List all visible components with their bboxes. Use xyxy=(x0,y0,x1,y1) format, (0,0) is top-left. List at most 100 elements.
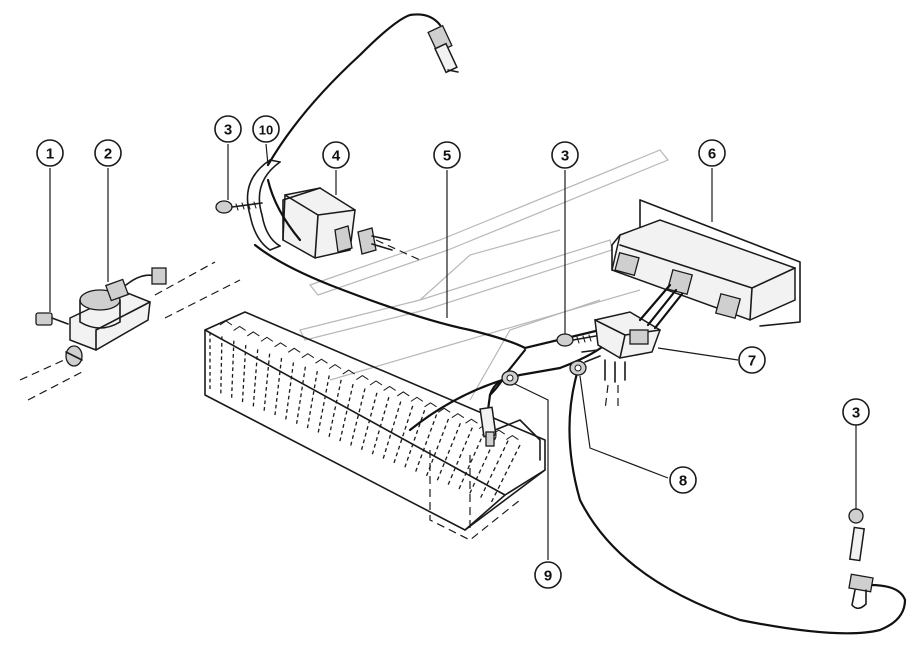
svg-text:3: 3 xyxy=(224,122,232,139)
fin-top xyxy=(506,434,519,440)
fin-segment xyxy=(360,446,364,451)
fin-segment xyxy=(390,428,394,433)
fin-top xyxy=(287,347,301,353)
fin-segment xyxy=(329,426,332,431)
fin-segment xyxy=(502,447,506,452)
fin-segment xyxy=(429,427,433,432)
fin-segment xyxy=(343,417,347,422)
fin-segment xyxy=(464,471,468,476)
fin-segment xyxy=(388,434,392,439)
fin-segment xyxy=(326,382,329,386)
fin-segment xyxy=(415,467,418,472)
fin-segment xyxy=(301,386,303,391)
fin-segment xyxy=(314,377,317,382)
fin-segment xyxy=(351,384,354,388)
fin-segment xyxy=(386,441,390,446)
fin-segment xyxy=(492,467,496,472)
fin-top xyxy=(356,374,369,380)
fin-segment xyxy=(470,427,473,432)
fin-segment xyxy=(467,465,471,470)
callout-markers: 1 2 3 10 4 5 3 6 xyxy=(36,115,870,589)
fin-segment xyxy=(434,414,438,419)
fin-segment xyxy=(363,388,366,393)
fin-segment xyxy=(321,408,324,413)
fin-top xyxy=(383,385,396,391)
fin-segment xyxy=(446,418,450,423)
callout-3-middle: 3 xyxy=(551,141,579,169)
fin-segment xyxy=(350,441,353,446)
fin-segment xyxy=(484,456,488,461)
fin-segment xyxy=(340,430,343,435)
fin-segment xyxy=(422,447,425,452)
fin-segment xyxy=(318,422,321,426)
leader-lines xyxy=(49,143,857,560)
fin-top xyxy=(424,402,437,408)
fin-segment xyxy=(345,410,348,415)
fin-segment xyxy=(383,410,386,415)
fin-segment xyxy=(328,433,331,437)
callout-6: 6 xyxy=(698,139,726,167)
fin-segment xyxy=(420,416,423,421)
fin-segment xyxy=(379,423,382,428)
fin-segment xyxy=(497,484,501,489)
fin-segment xyxy=(487,449,491,454)
fin-segment xyxy=(483,487,487,492)
svg-text:9: 9 xyxy=(544,568,552,585)
callout-8: 8 xyxy=(669,466,697,494)
fin-segment xyxy=(415,430,419,435)
fin-top xyxy=(451,413,465,419)
fin-segment xyxy=(316,371,318,375)
heater-sensor xyxy=(479,376,512,447)
fin-segment xyxy=(310,404,313,409)
water-valve xyxy=(19,261,241,401)
svg-text:2: 2 xyxy=(104,146,112,163)
fin-segment xyxy=(353,428,356,433)
callout-4: 4 xyxy=(322,141,350,169)
fin-top xyxy=(396,391,410,397)
heater-core-fins xyxy=(209,320,521,503)
fin-segment xyxy=(443,425,447,430)
fin-segment xyxy=(373,399,376,404)
callout-3-right: 3 xyxy=(842,398,870,426)
screw-middle xyxy=(556,333,597,347)
fin-segment xyxy=(306,424,309,429)
fin-segment xyxy=(399,401,402,406)
fin-segment xyxy=(478,469,482,474)
fin-segment xyxy=(335,399,338,404)
fin-segment xyxy=(327,375,330,380)
fin-segment xyxy=(303,373,306,378)
fin-segment xyxy=(364,432,367,437)
fin-segment xyxy=(366,426,369,431)
fin-segment xyxy=(404,425,407,430)
fin-segment xyxy=(381,417,384,422)
fin-segment xyxy=(394,414,398,419)
fin-segment xyxy=(427,434,430,439)
fin-segment xyxy=(295,420,298,424)
fin-segment xyxy=(307,417,310,422)
fin-segment xyxy=(339,379,342,384)
fin-segment xyxy=(442,463,445,468)
fin-segment xyxy=(369,412,373,417)
fin-segment xyxy=(479,438,482,443)
fin-top xyxy=(410,396,424,402)
svg-text:6: 6 xyxy=(708,146,716,163)
fin-segment xyxy=(397,445,401,450)
fin-segment xyxy=(373,443,377,448)
temperature-sensor-bottom xyxy=(568,368,907,635)
fin-segment xyxy=(411,443,414,448)
fin-top xyxy=(274,342,287,348)
fin-top xyxy=(233,325,246,331)
fin-segment xyxy=(422,410,426,415)
fin-segment xyxy=(453,467,456,472)
fin-segment xyxy=(317,428,320,433)
fin-segment xyxy=(300,393,302,398)
fin-segment xyxy=(350,390,353,395)
fin-segment xyxy=(464,440,468,445)
fin-segment xyxy=(450,443,453,448)
fin-segment xyxy=(441,432,444,437)
fin-segment xyxy=(384,448,388,453)
fin-segment xyxy=(324,395,327,400)
fin-segment xyxy=(408,412,412,417)
fin-segment xyxy=(436,476,440,481)
